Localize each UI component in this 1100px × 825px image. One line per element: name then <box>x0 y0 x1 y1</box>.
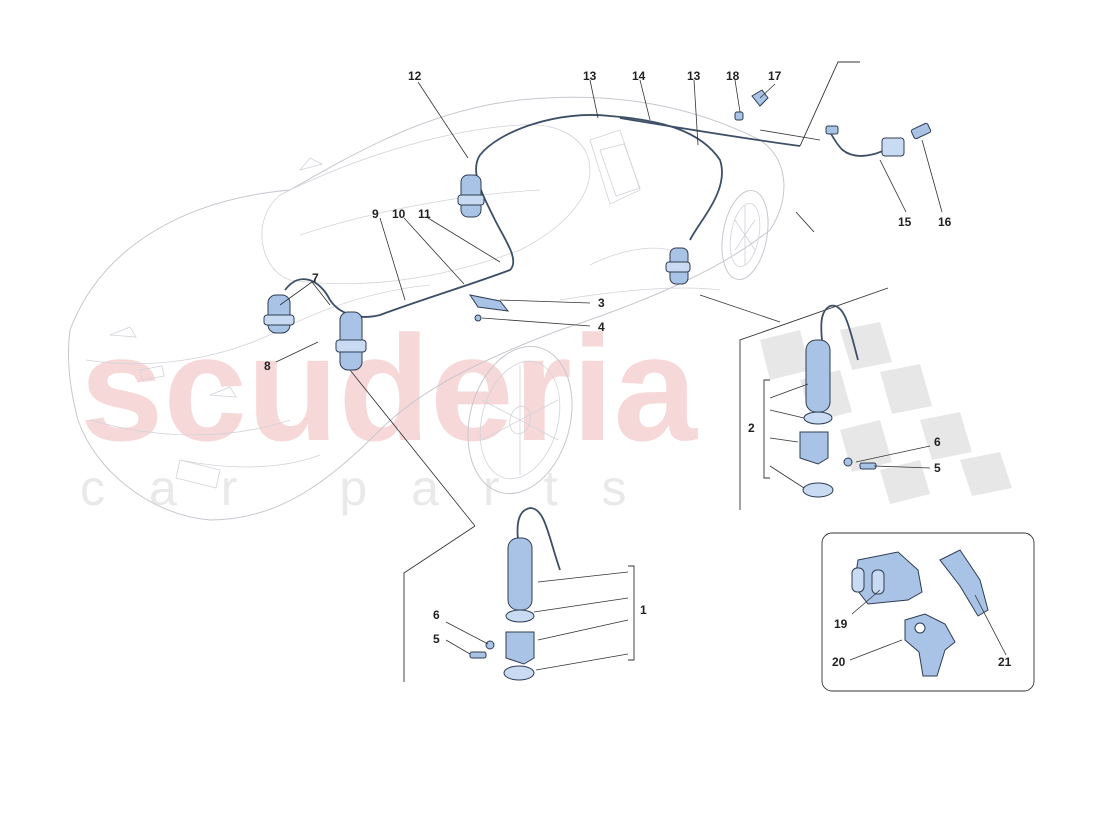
callout-7: 7 <box>312 271 319 285</box>
callout-9: 9 <box>372 207 379 221</box>
extinguisher-cylinder-front-left <box>263 294 295 334</box>
extinguisher-cylinder-rear <box>665 247 691 285</box>
watermark-brand: scuderia <box>80 304 699 472</box>
callout-3: 3 <box>598 296 605 310</box>
rear-wheel <box>721 190 769 280</box>
callout-21: 21 <box>998 655 1012 669</box>
extinguisher-cylinder-front-right <box>335 311 367 371</box>
callout-20: 20 <box>832 655 846 669</box>
watermark: scuderia car parts <box>80 304 1012 516</box>
callout-19: 19 <box>834 617 848 631</box>
callout-12: 12 <box>408 69 422 83</box>
callout-14: 14 <box>632 69 646 83</box>
callout-17: 17 <box>768 69 782 83</box>
bracket-21 <box>939 549 989 617</box>
callout-8: 8 <box>264 359 271 373</box>
screw-18 <box>734 111 744 121</box>
fire-extinguisher-system <box>263 89 932 371</box>
detail-group-2 <box>739 287 931 510</box>
extinguisher-cylinder-cabin <box>457 174 485 218</box>
checkered-flag-icon <box>760 322 1012 504</box>
watermark-tagline: car parts <box>80 460 671 516</box>
callout-2: 2 <box>748 421 755 435</box>
callout-5a: 5 <box>433 632 440 646</box>
callout-11: 11 <box>418 207 431 221</box>
callout-1: 1 <box>640 603 647 617</box>
callout-18: 18 <box>726 69 740 83</box>
callout-10: 10 <box>392 207 406 221</box>
inset-brackets <box>821 532 1035 692</box>
callout-6b: 6 <box>934 435 941 449</box>
callout-4: 4 <box>598 320 605 334</box>
callout-5b: 5 <box>934 461 941 475</box>
front-wheel <box>467 345 573 495</box>
callout-13b: 13 <box>687 69 701 83</box>
bracket-20 <box>904 613 956 677</box>
callout-13a: 13 <box>583 69 597 83</box>
leader-lines <box>275 61 1007 661</box>
detail-group-1 <box>349 369 635 682</box>
callout-16: 16 <box>938 215 952 229</box>
callout-15: 15 <box>898 215 912 229</box>
rear-fitting <box>825 122 932 157</box>
callouts: 1 2 3 4 5 5 6 6 7 8 9 10 11 12 13 13 14 … <box>264 69 1012 669</box>
callout-6a: 6 <box>433 608 440 622</box>
